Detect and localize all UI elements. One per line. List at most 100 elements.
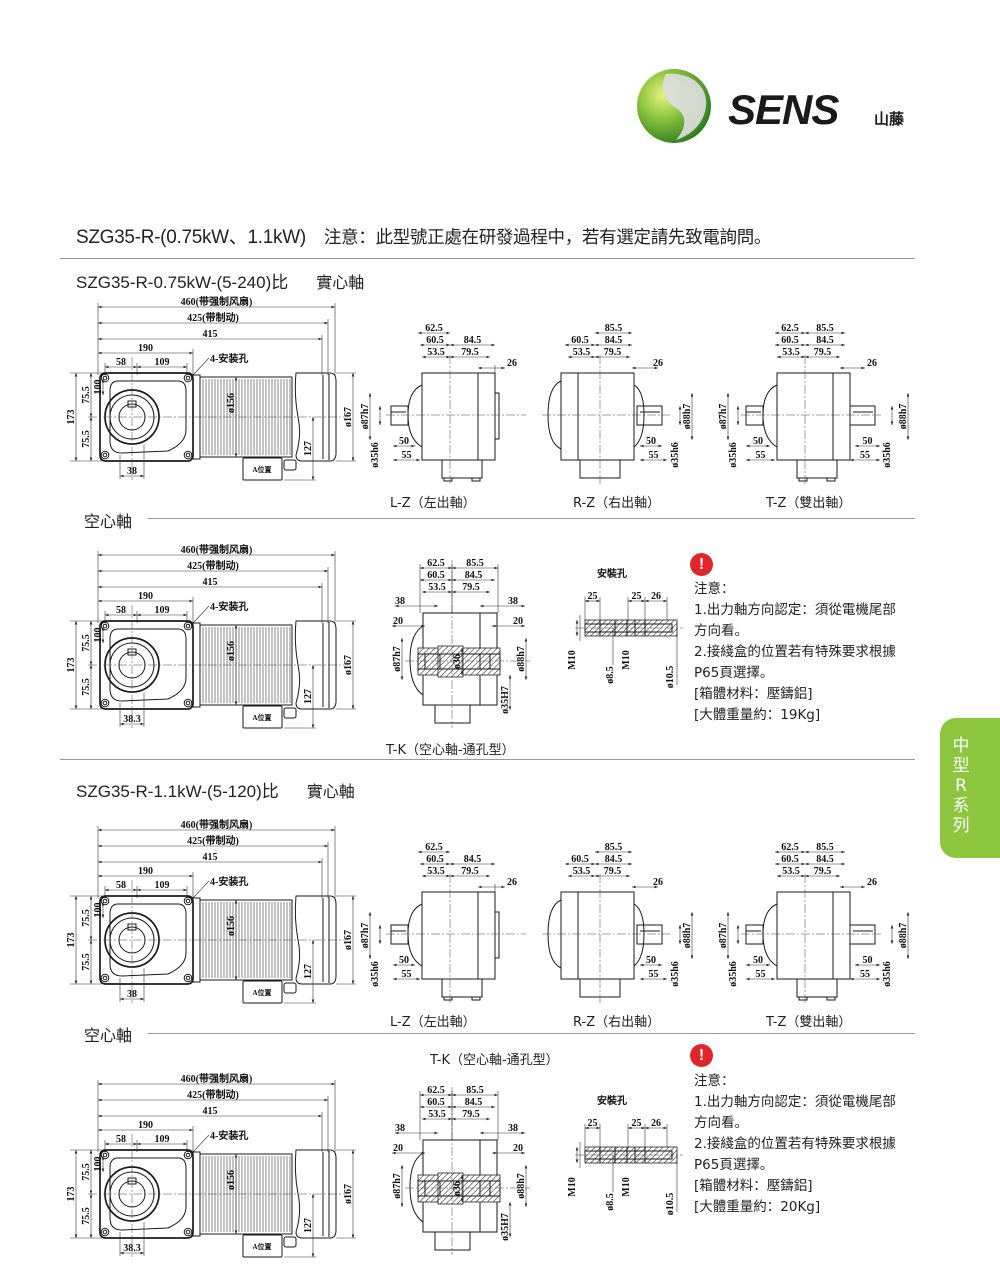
arrowhead — [775, 343, 779, 347]
arrowhead — [74, 1234, 78, 1238]
arrowhead — [98, 1114, 102, 1118]
dimension-label: 127 — [303, 964, 314, 979]
gearbox-foot — [441, 459, 483, 479]
dimension-label: 60.5 — [427, 1097, 445, 1108]
dimension-label: 50 — [399, 436, 409, 447]
series-side-tab[interactable]: 中型R系列 — [940, 718, 1000, 858]
dimension-label: 20 — [393, 1143, 403, 1154]
arrowhead — [524, 1165, 528, 1169]
dimension-label: 50 — [646, 436, 656, 447]
dimension-label: 100 — [93, 628, 104, 643]
output-flange — [762, 903, 778, 967]
bolt-hole — [183, 896, 193, 906]
dimension-label: 38 — [395, 1123, 405, 1134]
bolt-hole — [183, 698, 193, 708]
arrowhead — [450, 862, 454, 866]
arrowhead — [183, 1142, 187, 1146]
arrowhead — [452, 1093, 456, 1097]
arrowhead — [137, 613, 141, 617]
arrowhead — [311, 1253, 315, 1257]
arrowhead — [491, 862, 495, 866]
arrowhead — [411, 444, 415, 448]
arrowhead — [133, 365, 137, 369]
arrowhead — [183, 365, 187, 369]
arrowhead — [98, 569, 102, 573]
arrowhead — [395, 1131, 399, 1135]
arrowhead — [74, 621, 78, 625]
dimension-label: ø87h7 — [718, 404, 729, 430]
arrowhead — [450, 343, 454, 347]
arrowhead — [836, 355, 840, 359]
brand-logo: SENS 山藤 — [637, 69, 905, 143]
arrowhead — [501, 885, 505, 889]
dimension-label: 62.5 — [425, 323, 443, 334]
outline — [443, 477, 453, 482]
dimension-label: 425(带制动) — [187, 311, 239, 324]
note-line: 2.接綫盒的位置若有特殊要求根據 — [694, 644, 896, 660]
arrowhead — [446, 874, 450, 878]
dimension-label: 53.5 — [782, 866, 800, 877]
dimension-label: 100 — [93, 903, 104, 918]
arrowhead — [378, 940, 382, 944]
arrowhead — [480, 604, 484, 608]
dimension-label: 100 — [93, 380, 104, 395]
arrowhead — [392, 624, 396, 628]
arrowhead — [690, 393, 694, 397]
arrowhead — [640, 444, 644, 448]
arrowhead — [521, 1131, 525, 1135]
arrowhead — [133, 888, 137, 892]
arrowhead — [324, 1098, 328, 1102]
arrowhead — [89, 413, 93, 417]
dimension-label: 460(带强制风扇) — [181, 1072, 253, 1085]
arrowhead — [368, 436, 372, 440]
dimension-label: 20 — [393, 616, 403, 627]
gearbox-foot — [434, 704, 471, 724]
arrowhead — [654, 366, 658, 370]
arrowhead — [726, 436, 730, 440]
arrowhead — [133, 613, 137, 617]
dimension-label: ø156 — [226, 641, 237, 661]
arrowhead — [351, 621, 355, 625]
arrowhead — [801, 874, 805, 878]
arrowhead — [105, 1142, 109, 1146]
arrowhead — [89, 980, 93, 984]
dimension-label: 75.5 — [81, 678, 92, 696]
dimension-label: 60.5 — [571, 854, 589, 865]
circle — [102, 975, 108, 981]
arrowhead — [801, 355, 805, 359]
arrowhead — [89, 896, 93, 900]
dimension-label: ø36 — [452, 1181, 463, 1196]
arrowhead — [626, 874, 630, 878]
arrowhead — [418, 850, 422, 854]
arrowhead — [645, 1126, 649, 1130]
arrowhead — [906, 436, 910, 440]
model-spec: SZG35-R-1.1kW-(5-120)比 — [76, 782, 279, 801]
arrowhead — [890, 925, 894, 929]
arrowhead — [448, 566, 452, 570]
arrowhead — [591, 343, 595, 347]
arrowhead — [508, 1202, 512, 1206]
output-shaft — [636, 405, 663, 426]
gearbox-housing — [109, 1157, 187, 1231]
arrowhead — [98, 305, 102, 309]
dimension-label: 38.3 — [123, 714, 141, 725]
outline — [471, 477, 481, 482]
shaft-hub — [437, 1172, 464, 1205]
arrowhead — [494, 1093, 498, 1097]
dimension-label: ø35h6 — [882, 442, 893, 468]
arrowhead — [137, 1142, 141, 1146]
arrowhead — [591, 355, 595, 359]
arrowhead — [771, 977, 775, 981]
arrowhead — [777, 355, 781, 359]
arrowhead — [234, 976, 238, 980]
arrowhead — [318, 585, 322, 589]
arrowhead — [98, 351, 102, 355]
arrowhead — [585, 1126, 589, 1130]
arrowhead — [645, 599, 649, 603]
arrowhead — [378, 925, 382, 929]
dimension-label: ø88h7 — [682, 404, 693, 430]
arrowhead — [120, 474, 124, 478]
cable-gland — [283, 707, 297, 719]
arrowhead — [189, 599, 193, 603]
